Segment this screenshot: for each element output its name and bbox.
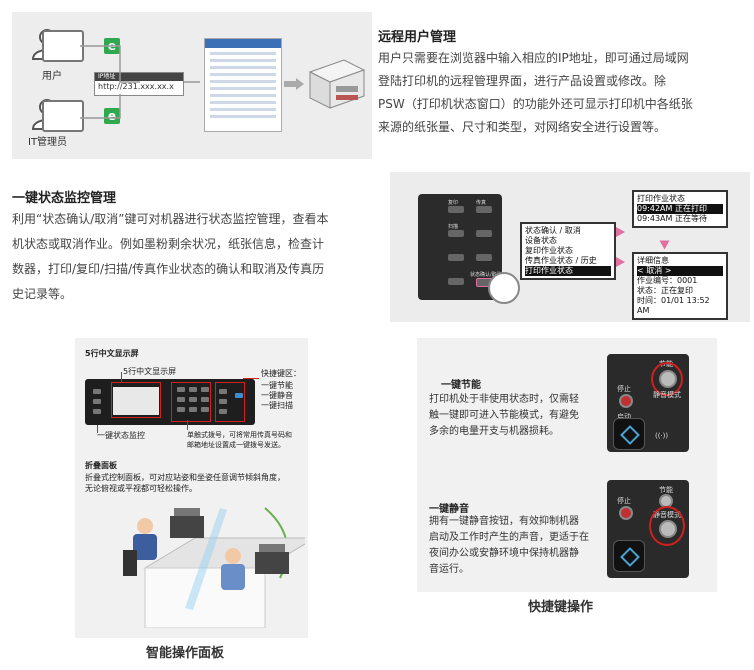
lcd-item: 作业编号：0001 xyxy=(637,276,698,285)
hand-pointer-icon xyxy=(488,272,520,304)
lcd-item-selected: 09:42AM 正在打印 xyxy=(637,204,723,214)
mute-device-photo: 节能 静音模式 停止 xyxy=(607,480,689,578)
highlight-ring xyxy=(649,506,685,546)
address-url: http://231.xxx.xx.x xyxy=(98,82,174,91)
address-bar-header: IP地址 xyxy=(95,73,183,81)
lcd-screen xyxy=(113,387,159,415)
remote-ui-page-thumbnail xyxy=(204,38,282,132)
ie-browser-icon: e xyxy=(104,108,120,124)
mute-line: 启动及工作时产生的声音，更适于在 xyxy=(429,532,589,543)
lcd-print-jobs: 打印作业状态 09:42AM 正在打印 09:43AM 正在等待 xyxy=(632,190,728,228)
remote-management-illustration: 用户 e e IP地址 http://231.xxx.xx.x IT管理员 xyxy=(12,12,372,159)
eco-line: 触一键即可进入节能模式，有避免 xyxy=(429,410,579,421)
lcd-item: 复印作业状态 xyxy=(525,246,573,255)
arrow-down-icon xyxy=(659,240,670,250)
device-start-label: 启动 xyxy=(617,413,631,421)
highlight-ring xyxy=(651,362,683,396)
status-desc-line: 机状态或取消作业。例如墨粉剩余状况，纸张信息，检查计 xyxy=(12,237,325,251)
key-label: 复印 xyxy=(448,200,459,206)
wifi-icon: ((·)) xyxy=(655,432,669,440)
stop-button-icon xyxy=(619,506,633,520)
status-desc-line: 利用“状态确认/取消”键可对机器进行状态监控管理，查看本 xyxy=(12,212,329,226)
quick-key-item: 一键节能 xyxy=(261,381,293,390)
remote-title: 远程用户管理 xyxy=(378,30,457,45)
remote-desc-line: 用户只需要在浏览器中输入相应的IP地址，即可通过局域网 xyxy=(378,51,689,65)
it-admin-label: IT管理员 xyxy=(28,137,68,148)
device-mute-label: 静音模式 xyxy=(653,391,681,399)
fold-panel-line: 折叠式控制面板，可对应站姿和坐姿任意调节倾斜角度， xyxy=(85,473,285,482)
connector-lines xyxy=(80,45,200,119)
lcd-item: 时间：01/01 13:52 AM xyxy=(637,296,710,315)
status-desc-line: 史记录等。 xyxy=(12,287,73,301)
remote-desc-line: 来源的纸张量、尺寸和类型，对网络安全进行设置等。 xyxy=(378,120,667,134)
device-eco-label: 节能 xyxy=(659,486,673,494)
quick-key-item: 一键扫描 xyxy=(261,401,293,410)
lcd-item: 传真作业状态 / 历史 xyxy=(525,256,597,265)
arrow-icon xyxy=(616,227,625,237)
stop-button-icon xyxy=(619,394,633,408)
lcd-title: 状态确认 / 取消 xyxy=(525,226,581,235)
screen-callout: 5行中文显示屏 xyxy=(123,367,177,376)
smart-panel-caption: 智能操作面板 xyxy=(146,646,225,661)
device-stop-label: 停止 xyxy=(617,497,631,505)
arrow-icon xyxy=(616,257,625,267)
office-users-illustration xyxy=(123,507,305,628)
panel-heading: 5行中文显示屏 xyxy=(85,349,139,358)
eco-line: 多余的电量开支与机器损耗。 xyxy=(429,426,559,437)
lcd-item-selected: < 取消 > xyxy=(637,266,723,276)
remote-desc-line: 登陆打印机的远程管理界面，进行产品设置或修改。除 xyxy=(378,74,667,88)
device-stop-label: 停止 xyxy=(617,385,631,393)
lcd-item: 状态：正在复印 xyxy=(637,286,693,295)
address-bar: IP地址 http://231.xxx.xx.x xyxy=(94,72,184,96)
lcd-item-selected: 打印作业状态 xyxy=(525,266,611,276)
smart-panel-illustration: 5行中文显示屏 5行中文显示屏 快捷键区： 一键节能 一键静音 一键扫描 一键状… xyxy=(75,338,308,638)
start-button-icon xyxy=(613,418,645,450)
quick-keys-title: 快捷键区： xyxy=(261,369,301,378)
status-monitor-illustration: 复印 传真 扫描 状态确认/取消 状态确认 / 取消 设备状态 复印作业状态 传… xyxy=(390,172,750,322)
lcd-item: 09:43AM 正在等待 xyxy=(637,214,707,223)
eco-device-photo: 节能 静音模式 停止 启动 ((·)) xyxy=(607,354,689,452)
eco-title: 一键节能 xyxy=(441,380,481,391)
monitor-icon xyxy=(42,100,84,132)
user-label: 用户 xyxy=(42,71,62,82)
quick-key-item: 一键静音 xyxy=(261,391,293,400)
status-title: 一键状态监控管理 xyxy=(12,191,117,206)
eco-line: 打印机处于非使用状态时，仅需轻 xyxy=(429,394,579,405)
dial-callout-line: 邮箱地址设置成一键拨号发送。 xyxy=(187,441,285,449)
quick-keys-caption: 快捷键操作 xyxy=(528,600,594,615)
lcd-title: 详细信息 xyxy=(637,256,669,265)
lcd-status-menu: 状态确认 / 取消 设备状态 复印作业状态 传真作业状态 / 历史 打印作业状态 xyxy=(520,222,616,280)
dial-callout-line: 单触式拨号，可将常用传真号码和 xyxy=(187,431,292,439)
lcd-title: 打印作业状态 xyxy=(637,194,685,203)
printer-icon xyxy=(308,59,366,109)
lcd-job-detail: 详细信息 < 取消 > 作业编号：0001 状态：正在复印 时间：01/01 1… xyxy=(632,252,728,320)
status-desc-line: 数器，打印/复印/扫描/传真作业状态的确认和取消及传真历 xyxy=(12,262,325,276)
mute-line: 夜间办公或安静环境中保持机器静 xyxy=(429,548,579,559)
monitor-icon xyxy=(42,30,84,62)
key-label: 状态确认/取消 xyxy=(470,272,502,278)
key-label: 扫描 xyxy=(448,224,459,230)
status-monitor-callout: 一键状态监控 xyxy=(97,431,145,440)
arrow-icon xyxy=(284,78,304,90)
remote-desc-line: PSW（打印机状态窗口）的功能外还可显示打印机中各纸张 xyxy=(378,97,693,111)
mute-line: 拥有一键静音按钮，有效抑制机器 xyxy=(429,516,579,527)
key-label: 传真 xyxy=(476,200,487,206)
fold-panel-line: 无论俯视或平视都可轻松操作。 xyxy=(85,484,197,493)
start-button-icon xyxy=(613,540,645,572)
mute-line: 音运行。 xyxy=(429,564,469,575)
lcd-item: 设备状态 xyxy=(525,236,557,245)
quick-keys-illustration: 一键节能 打印机处于非使用状态时，仅需轻 触一键即可进入节能模式，有避免 多余的… xyxy=(417,338,717,592)
mute-title: 一键静音 xyxy=(429,504,469,515)
fold-panel-title: 折叠面板 xyxy=(85,461,117,470)
